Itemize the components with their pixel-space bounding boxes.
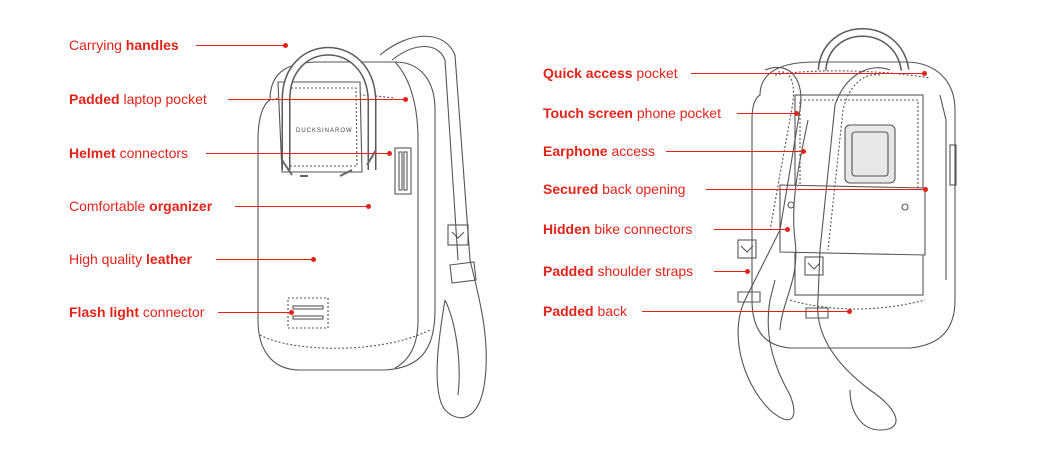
dot-flash-light-connector — [289, 310, 294, 315]
leader-padded-shoulder-straps — [714, 271, 746, 272]
dot-comfortable-organizer — [366, 204, 371, 209]
leader-high-quality-leather — [216, 259, 312, 260]
dot-touch-screen-phone-pocket — [794, 111, 799, 116]
label-flash-light-connector: Flash light connector — [69, 304, 205, 320]
dot-padded-laptop-pocket — [403, 97, 408, 102]
label-padded-shoulder-straps: Padded shoulder straps — [543, 263, 694, 279]
label-touch-screen-phone-pocket: Touch screen phone pocket — [543, 105, 721, 121]
leader-carrying-handles — [196, 45, 284, 46]
label-carrying-handles: Carrying handles — [69, 37, 179, 53]
dot-carrying-handles — [283, 43, 288, 48]
leader-padded-laptop-pocket — [228, 99, 404, 100]
label-comfortable-organizer: Comfortable organizer — [69, 198, 213, 214]
brand-logo: DUCKSINAROW — [296, 128, 353, 134]
leader-touch-screen-phone-pocket — [737, 113, 795, 114]
dot-secured-back-opening — [923, 187, 928, 192]
leader-padded-back — [642, 311, 848, 312]
label-hidden-bike-connectors: Hidden bike connectors — [543, 221, 693, 237]
label-padded-back: Padded back — [543, 303, 628, 319]
dot-quick-access-pocket — [922, 71, 927, 76]
label-padded-laptop-pocket: Padded laptop pocket — [69, 91, 207, 107]
leader-helmet-connectors — [206, 153, 388, 154]
leader-earphone-access — [666, 151, 802, 152]
back-backpack-drawing — [737, 28, 957, 431]
dot-padded-back — [847, 309, 852, 314]
label-helmet-connectors: Helmet connectors — [69, 145, 189, 161]
leader-comfortable-organizer — [235, 206, 367, 207]
label-earphone-access: Earphone access — [543, 143, 656, 159]
dot-hidden-bike-connectors — [785, 227, 790, 232]
dot-helmet-connectors — [387, 151, 392, 156]
dot-padded-shoulder-straps — [745, 269, 750, 274]
front-backpack-drawing — [257, 35, 487, 419]
label-quick-access-pocket: Quick access pocket — [543, 65, 678, 81]
label-high-quality-leather: High quality leather — [69, 251, 192, 267]
leader-flash-light-connector — [218, 312, 290, 313]
leader-secured-back-opening — [706, 189, 924, 190]
leader-hidden-bike-connectors — [714, 229, 786, 230]
leader-quick-access-pocket — [691, 73, 923, 74]
label-secured-back-opening: Secured back opening — [543, 181, 686, 197]
dot-high-quality-leather — [311, 257, 316, 262]
dot-earphone-access — [801, 149, 806, 154]
